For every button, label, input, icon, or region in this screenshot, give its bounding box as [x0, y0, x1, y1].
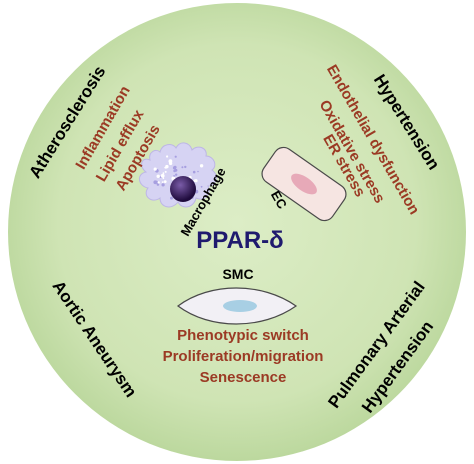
- macrophage-granule: [156, 183, 160, 186]
- macrophage-granule: [157, 181, 160, 184]
- macrophage-granule: [197, 170, 199, 173]
- smooth-muscle-cell: [176, 287, 298, 325]
- macrophage-nucleus: [170, 176, 196, 202]
- mechanism-proliferation-migration: Proliferation/migration: [163, 348, 324, 365]
- macrophage-cell: [139, 142, 217, 208]
- macrophage-granule: [164, 166, 167, 169]
- background-circle: [8, 3, 466, 461]
- smc-nucleus: [223, 300, 257, 312]
- macrophage-granule: [161, 181, 164, 184]
- macrophage-granule: [200, 185, 203, 188]
- macrophage-granule: [170, 196, 173, 200]
- smc-label: SMC: [222, 266, 253, 282]
- macrophage-granule: [156, 174, 160, 178]
- macrophage-granule: [164, 170, 167, 173]
- macrophage-granule: [192, 170, 196, 174]
- endothelial-nucleus: [291, 173, 317, 195]
- macrophage-granule: [175, 173, 178, 176]
- macrophage-granule: [184, 165, 187, 169]
- macrophage-granule: [193, 179, 197, 183]
- mechanism-phenotypic-switch: Phenotypic switch: [177, 327, 309, 344]
- macrophage-granule: [174, 155, 177, 158]
- macrophage-granule: [163, 180, 167, 184]
- macrophage-granule: [153, 180, 158, 185]
- macrophage-granule: [153, 167, 157, 171]
- macrophage-granule: [168, 161, 173, 166]
- macrophage-granule: [172, 166, 177, 170]
- macrophage-granule: [181, 166, 184, 169]
- macrophage-granule: [166, 155, 169, 158]
- macrophage-granule: [199, 164, 204, 168]
- endothelial-cell: [261, 146, 347, 222]
- macrophage-granule: [162, 172, 165, 175]
- mechanism-senescence: Senescence: [200, 369, 287, 386]
- center-label: PPAR-δ: [196, 227, 283, 254]
- macrophage-granule: [161, 183, 165, 187]
- macrophage-granule: [173, 169, 176, 173]
- macrophage-granule: [160, 173, 165, 178]
- macrophage-granule: [162, 177, 165, 179]
